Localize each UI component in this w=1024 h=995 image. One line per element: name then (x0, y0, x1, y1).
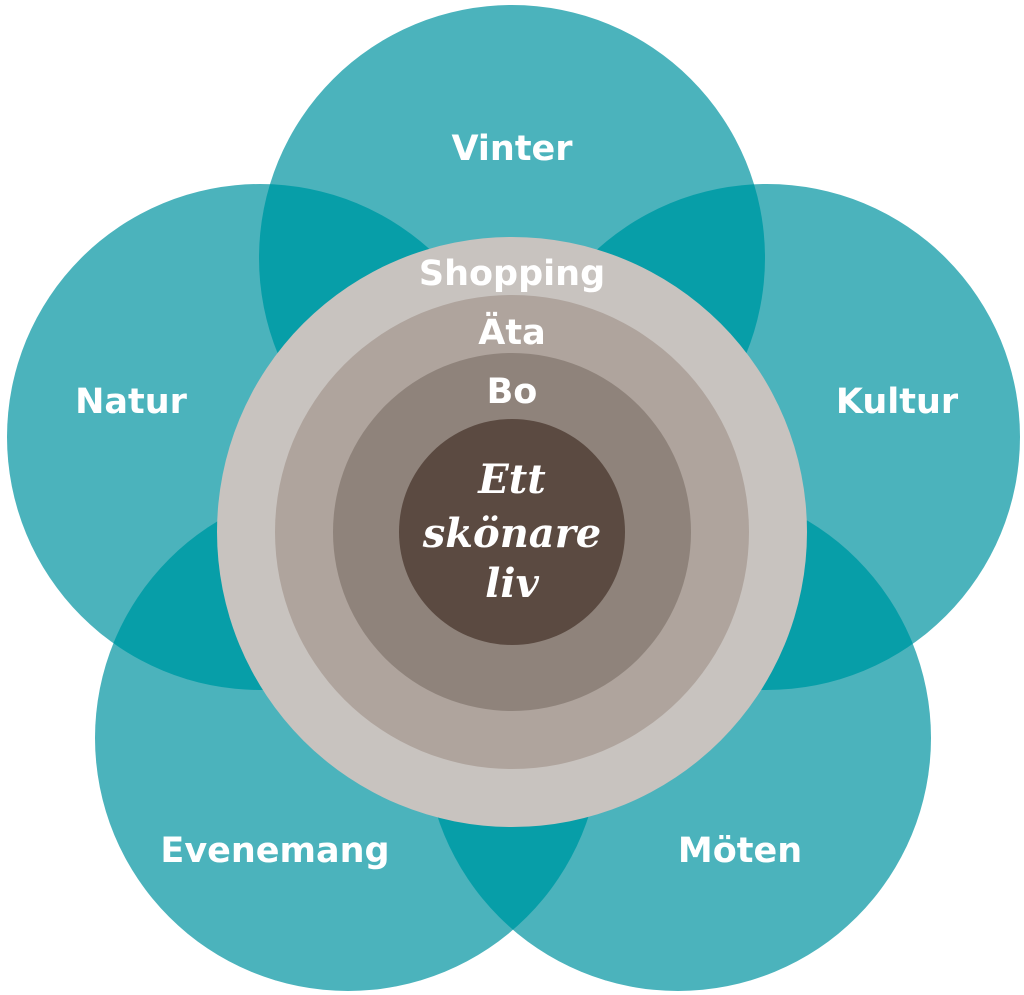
core-line-2: skönare (422, 510, 601, 557)
center-rings (217, 237, 807, 827)
petal-label-moten: Möten (678, 831, 802, 871)
core-line-3: liv (485, 560, 539, 607)
ring-label-shopping: Shopping (419, 254, 605, 294)
ring-label-ata: Äta (478, 311, 545, 353)
petal-label-natur: Natur (75, 382, 188, 422)
petal-label-evenemang: Evenemang (160, 831, 389, 871)
petal-label-vinter: Vinter (451, 129, 573, 169)
core-circle (399, 419, 625, 645)
petal-label-kultur: Kultur (836, 382, 959, 422)
ring-label-bo: Bo (487, 372, 538, 412)
core-line-1: Ett (477, 456, 546, 503)
